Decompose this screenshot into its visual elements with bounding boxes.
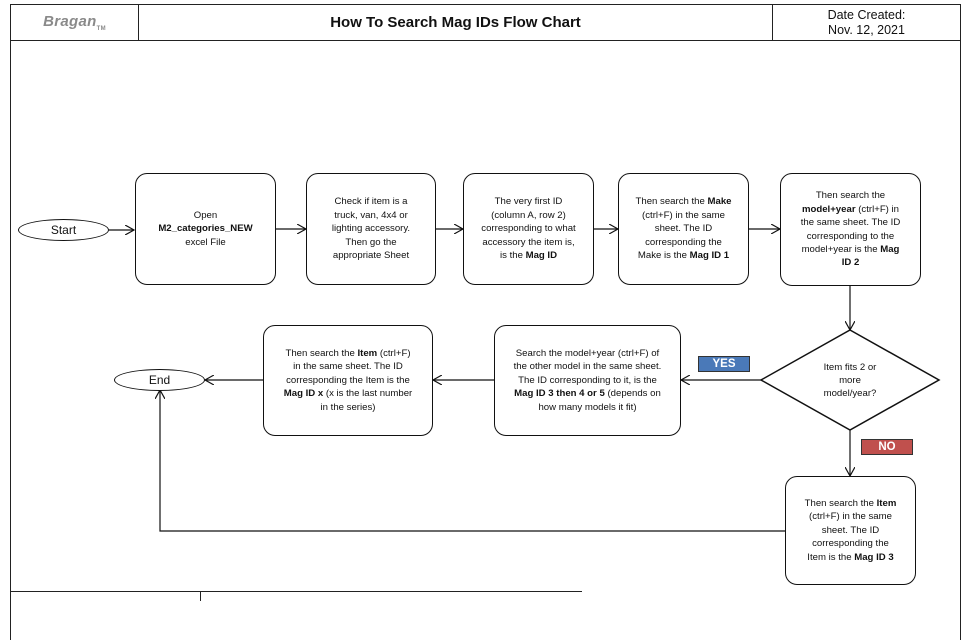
step-text: Search the model+year (ctrl+F) of [515,347,660,359]
file-name: M2_categories_NEW [158,223,253,235]
yes-tag: YES [698,356,750,372]
step-text: in the series) [320,401,376,413]
decision-text: Item fits 2 or more model/year? [800,358,900,402]
arrow-item-3-to-end [160,390,785,532]
step-text: Item fits 2 or [823,361,877,373]
start-terminal: Start [18,219,109,241]
bragan-logo: BraganTM [43,13,106,32]
step-text: the same sheet. The ID [800,217,901,229]
step-text: the other model in the same sheet. [513,361,662,373]
step-text: appropriate Sheet [332,250,410,262]
mag-id-label: Mag [880,243,900,255]
no-label: NO [878,441,896,453]
page-frame [10,40,961,640]
step-text: corresponding the [645,236,722,248]
step-text: corresponding to the [806,230,895,242]
step-text: The very first ID [494,196,563,208]
step-text: (x is the last number [323,388,413,400]
logo-cell: BraganTM [11,5,139,40]
step-text: Item is the [807,551,855,563]
step-text: corresponding the [812,538,889,550]
search-item-x-step: Then search the Item (ctrl+F) in the sam… [263,325,433,436]
step-text: sheet. The ID [821,524,880,536]
page-title: How To Search Mag IDs Flow Chart [330,14,581,31]
step-text: Then search the [285,347,358,359]
mag-id-label: Mag ID x [283,388,324,400]
mag-id-label: Mag ID 1 [689,250,730,262]
step-text: accessory the item is, [482,236,575,248]
keyword: Make [707,196,732,208]
mag-id-label: ID 2 [841,257,860,269]
step-text: model/year? [823,387,877,399]
step-text: excel File [185,236,226,248]
date-label: Date Created: [827,7,906,22]
step-text: Check if item is a [334,196,408,208]
search-other-model-step: Search the model+year (ctrl+F) of the ot… [494,325,681,436]
search-model-step: Then search the model+year (ctrl+F) in t… [780,173,921,286]
no-tag: NO [861,439,913,455]
search-item-3-step: Then search the Item (ctrl+F) in the sam… [785,476,916,585]
step-text: (column A, row 2) [491,209,566,221]
header-table: BraganTM How To Search Mag IDs Flow Char… [10,4,961,41]
step-text: (ctrl+F) [377,347,411,359]
step-text: The ID corresponding to it, is the [518,374,657,386]
mag-id-label: Mag ID 3 [854,551,894,563]
footer-line [10,591,582,602]
date-cell: Date Created: Nov. 12, 2021 [773,5,960,40]
flow-connectors [109,0,941,532]
step-text: sheet. The ID [654,223,713,235]
decision-diamond [759,329,941,431]
keyword: Item [357,347,378,359]
step-text: more [839,374,861,386]
check-item-step: Check if item is a truck, van, 4x4 or li… [306,173,436,285]
step-text: is the [499,250,526,262]
search-make-step: Then search the Make (ctrl+F) in the sam… [618,173,749,285]
step-text: Then search the [635,196,708,208]
end-label: End [148,373,171,387]
step-text: Then search the [815,190,886,202]
step-text: Then go the [345,236,397,248]
step-text: how many models it fit) [538,401,637,413]
end-terminal: End [114,369,205,391]
step-text: lighting accessory. [331,223,411,235]
step-text: model+year is the [801,243,881,255]
open-file-step: Open M2_categories_NEW excel File [135,173,276,285]
mag-id-label: Mag ID 3 then 4 or 5 [514,388,605,400]
keyword: model+year [801,203,856,215]
mag-id-label: Mag ID [525,250,558,262]
start-label: Start [50,223,77,237]
step-text: (ctrl+F) in the same [642,209,725,221]
first-id-step: The very first ID (column A, row 2) corr… [463,173,594,285]
step-text: corresponding to what [481,223,576,235]
step-text: Open [193,209,218,221]
date-value: Nov. 12, 2021 [828,22,905,37]
step-text: Then search the [804,497,877,509]
step-text: (ctrl+F) in the same [809,511,892,523]
yes-label: YES [712,358,736,370]
step-text: corresponding the Item is the [286,374,410,386]
keyword: Item [876,497,897,509]
step-text: (depends on [604,388,661,400]
step-text: (ctrl+F) in [855,203,900,215]
step-text: in the same sheet. The ID [293,361,403,373]
step-text: Make is the [637,250,690,262]
step-text: truck, van, 4x4 or [334,209,408,221]
title-cell: How To Search Mag IDs Flow Chart [139,5,773,40]
